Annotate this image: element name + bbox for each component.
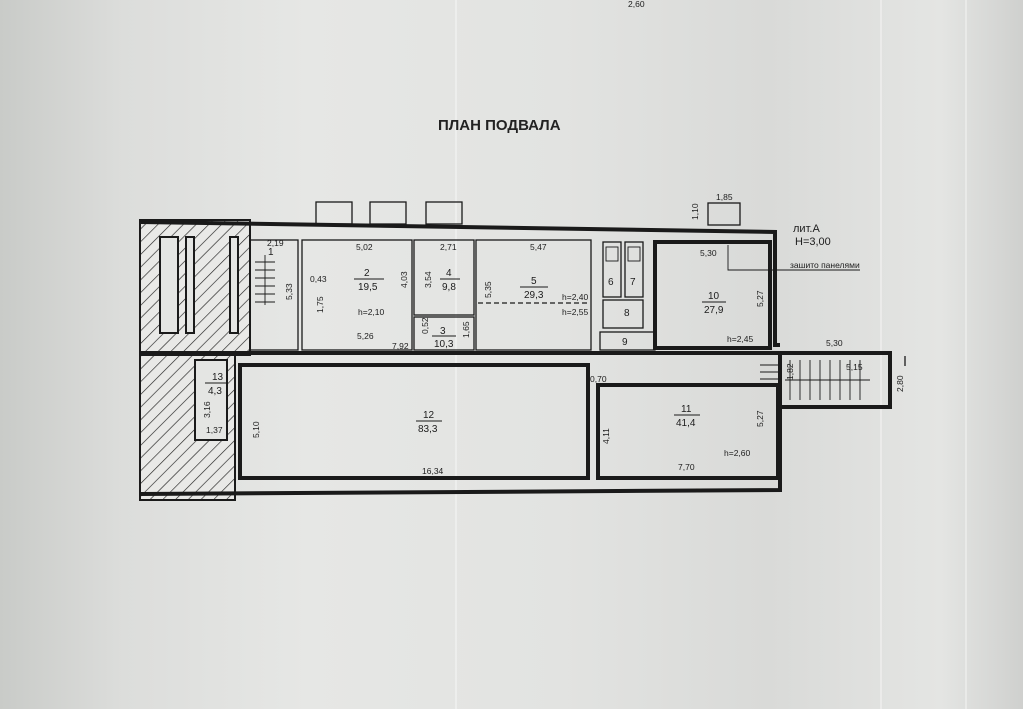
- svg-text:7,70: 7,70: [678, 462, 695, 472]
- svg-text:1,65: 1,65: [461, 321, 471, 338]
- svg-text:83,3: 83,3: [418, 424, 438, 435]
- svg-text:3: 3: [440, 326, 446, 337]
- svg-text:1,85: 1,85: [716, 192, 733, 202]
- svg-text:h=2,55: h=2,55: [562, 307, 589, 317]
- svg-text:41,4: 41,4: [676, 418, 696, 429]
- svg-text:0,70: 0,70: [590, 374, 607, 384]
- room-2-outline: [301, 239, 413, 351]
- svg-text:4,11: 4,11: [601, 428, 611, 444]
- stair-annex-steps: [785, 360, 870, 400]
- plan-title: ПЛАН ПОДВАЛА: [438, 117, 561, 134]
- svg-text:1,10: 1,10: [690, 203, 700, 220]
- top-dimension: 2,60: [628, 0, 645, 9]
- svg-text:6: 6: [608, 277, 614, 288]
- ceiling-height: H=3,00: [795, 236, 831, 248]
- svg-text:5,10: 5,10: [251, 421, 261, 438]
- svg-text:5: 5: [531, 276, 537, 287]
- svg-text:8: 8: [624, 308, 630, 319]
- window-pit-4: [707, 202, 741, 226]
- svg-text:5,27: 5,27: [755, 410, 765, 427]
- svg-text:9: 9: [622, 337, 628, 348]
- svg-text:1,82: 1,82: [785, 363, 795, 380]
- svg-text:3,54: 3,54: [423, 271, 433, 288]
- svg-text:1,37: 1,37: [206, 425, 223, 435]
- svg-text:16,34: 16,34: [422, 466, 444, 476]
- room-7-outline: [624, 241, 644, 298]
- room-4-outline: [413, 239, 475, 316]
- room-5-outline: [475, 239, 592, 351]
- note-leader: [727, 245, 860, 271]
- room-3-outline: [413, 316, 475, 351]
- svg-text:2: 2: [364, 268, 370, 279]
- svg-text:5,02: 5,02: [356, 242, 373, 252]
- window-pit-3: [425, 201, 463, 225]
- room-12-outline: [238, 363, 590, 480]
- svg-text:7: 7: [630, 277, 636, 288]
- svg-text:13: 13: [212, 372, 224, 383]
- svg-text:h=2,10: h=2,10: [358, 307, 385, 317]
- svg-text:27,9: 27,9: [704, 305, 724, 316]
- svg-text:5,47: 5,47: [530, 242, 547, 252]
- svg-text:5,15: 5,15: [846, 362, 863, 372]
- svg-text:4,3: 4,3: [208, 386, 222, 397]
- svg-text:29,3: 29,3: [524, 290, 544, 301]
- svg-text:7,92: 7,92: [392, 341, 409, 351]
- svg-text:4: 4: [446, 268, 452, 279]
- svg-text:h=2,60: h=2,60: [724, 448, 751, 458]
- svg-text:9,8: 9,8: [442, 282, 456, 293]
- window-pit-2: [369, 201, 407, 225]
- height-labels: h=2,10 h=2,40 h=2,55 h=2,45 h=2,60: [358, 292, 754, 458]
- svg-text:10: 10: [708, 291, 720, 302]
- svg-text:12: 12: [423, 410, 435, 421]
- svg-text:2,19: 2,19: [267, 238, 284, 248]
- svg-text:5,35: 5,35: [483, 281, 493, 298]
- room-6-outline: [602, 241, 622, 298]
- svg-text:5,30: 5,30: [700, 248, 717, 258]
- lit-label: лит.А: [793, 223, 820, 235]
- svg-text:5,30: 5,30: [826, 338, 843, 348]
- window-pit-1: [315, 201, 353, 225]
- svg-text:3,16: 3,16: [202, 401, 212, 418]
- svg-text:5,26: 5,26: [357, 331, 374, 341]
- stair-annex: [778, 351, 892, 409]
- svg-text:5,27: 5,27: [755, 290, 765, 307]
- svg-text:19,5: 19,5: [358, 282, 378, 293]
- svg-text:2,80: 2,80: [895, 375, 905, 392]
- room-1-outline: [249, 239, 299, 351]
- stair-room-11: [760, 364, 778, 387]
- svg-text:h=2,40: h=2,40: [562, 292, 589, 302]
- svg-text:10,3: 10,3: [434, 339, 454, 350]
- svg-text:1: 1: [268, 247, 274, 258]
- dimension-labels: 2,19 5,02 2,71 5,47 1,85 1,10 5,30 0,43 …: [202, 192, 905, 476]
- room-labels: 1 2 19,5 3 10,3 4 9,8 5 29,3 6 7 8 9 10 …: [205, 247, 726, 435]
- outer-wall-top: [139, 220, 780, 347]
- svg-text:2,71: 2,71: [440, 242, 457, 252]
- svg-text:5,33: 5,33: [284, 283, 294, 300]
- svg-text:11: 11: [681, 404, 692, 415]
- stair-room-1: [255, 255, 275, 305]
- svg-text:0,43: 0,43: [310, 274, 327, 284]
- room-13-outline: [194, 359, 228, 441]
- room-11-outline: [596, 383, 780, 480]
- panel-note: зашито панелями: [790, 260, 860, 270]
- svg-text:0,52: 0,52: [420, 317, 430, 334]
- room-10-outline: [653, 240, 772, 350]
- svg-text:h=2,45: h=2,45: [727, 334, 754, 344]
- svg-text:4,03: 4,03: [399, 271, 409, 288]
- svg-text:1,75: 1,75: [315, 296, 325, 313]
- room-8-outline: [602, 299, 644, 329]
